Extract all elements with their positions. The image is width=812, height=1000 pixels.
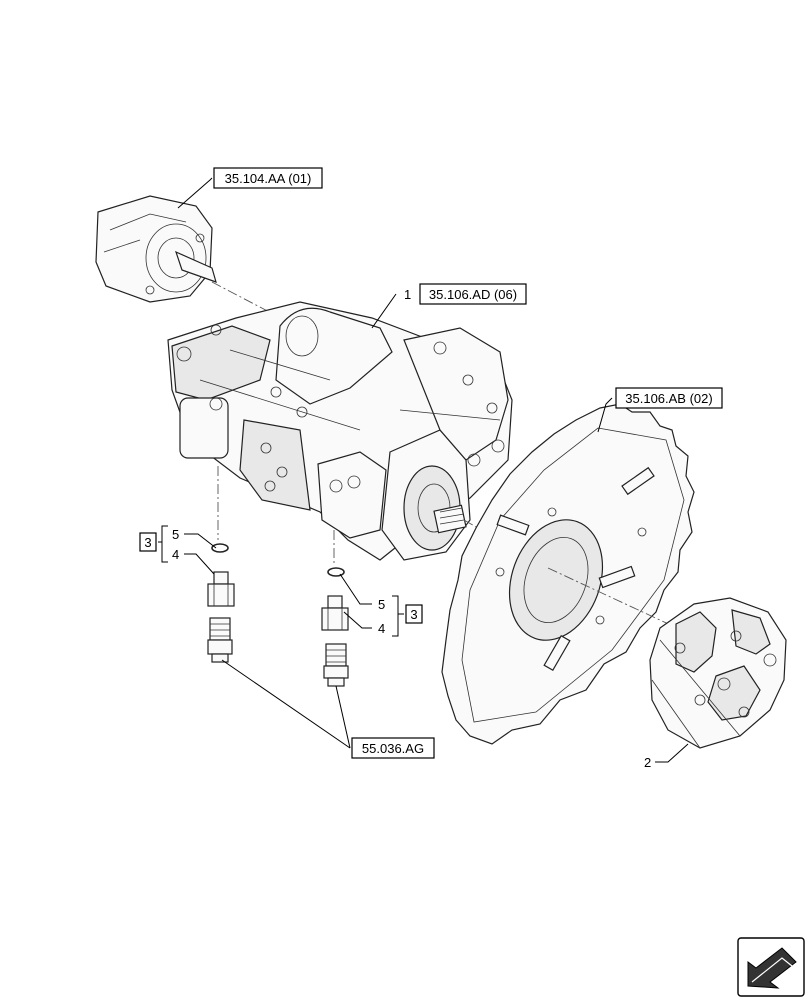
kit-left-label[interactable]: 3 — [144, 535, 151, 550]
flywheel-housing-drawing — [441, 403, 695, 745]
callout-1: 1 — [404, 287, 411, 302]
gear-pump-axis — [211, 281, 301, 329]
kit-right-label[interactable]: 3 — [410, 607, 417, 622]
right-fitting-adapter — [321, 595, 349, 631]
left-oring — [211, 543, 229, 553]
kit-box-right[interactable]: 3 — [405, 604, 423, 624]
ref-fittings-label[interactable]: 55.036.AG — [362, 741, 424, 756]
gear-pump-drawing — [95, 195, 217, 303]
coupling-drawing — [649, 597, 787, 749]
ref-fittings[interactable]: 55.036.AG — [351, 737, 435, 759]
right-fitting-connector — [323, 643, 349, 687]
callout-4-left: 4 — [172, 547, 179, 562]
callout-4-right: 4 — [378, 621, 385, 636]
ref-housing-label[interactable]: 35.106.AB (02) — [625, 391, 712, 406]
ref-main-pump[interactable]: 35.106.AD (06) — [419, 283, 527, 305]
leader-lines — [158, 177, 689, 763]
ref-main-pump-label[interactable]: 35.106.AD (06) — [429, 287, 517, 302]
ref-gear-pump-label[interactable]: 35.104.AA (01) — [225, 171, 312, 186]
callout-5-left: 5 — [172, 527, 179, 542]
right-oring — [327, 567, 345, 577]
hydraulic-pump-drawing — [167, 301, 513, 561]
left-fitting-adapter — [207, 571, 235, 607]
navigation-arrow-icon[interactable] — [737, 937, 805, 997]
callout-5-right: 5 — [378, 597, 385, 612]
callout-2: 2 — [644, 755, 651, 770]
left-fitting-connector — [207, 617, 233, 663]
ref-gear-pump[interactable]: 35.104.AA (01) — [213, 167, 323, 189]
shaft-axis — [463, 519, 479, 529]
kit-box-left[interactable]: 3 — [139, 532, 157, 552]
ref-housing[interactable]: 35.106.AB (02) — [615, 387, 723, 409]
